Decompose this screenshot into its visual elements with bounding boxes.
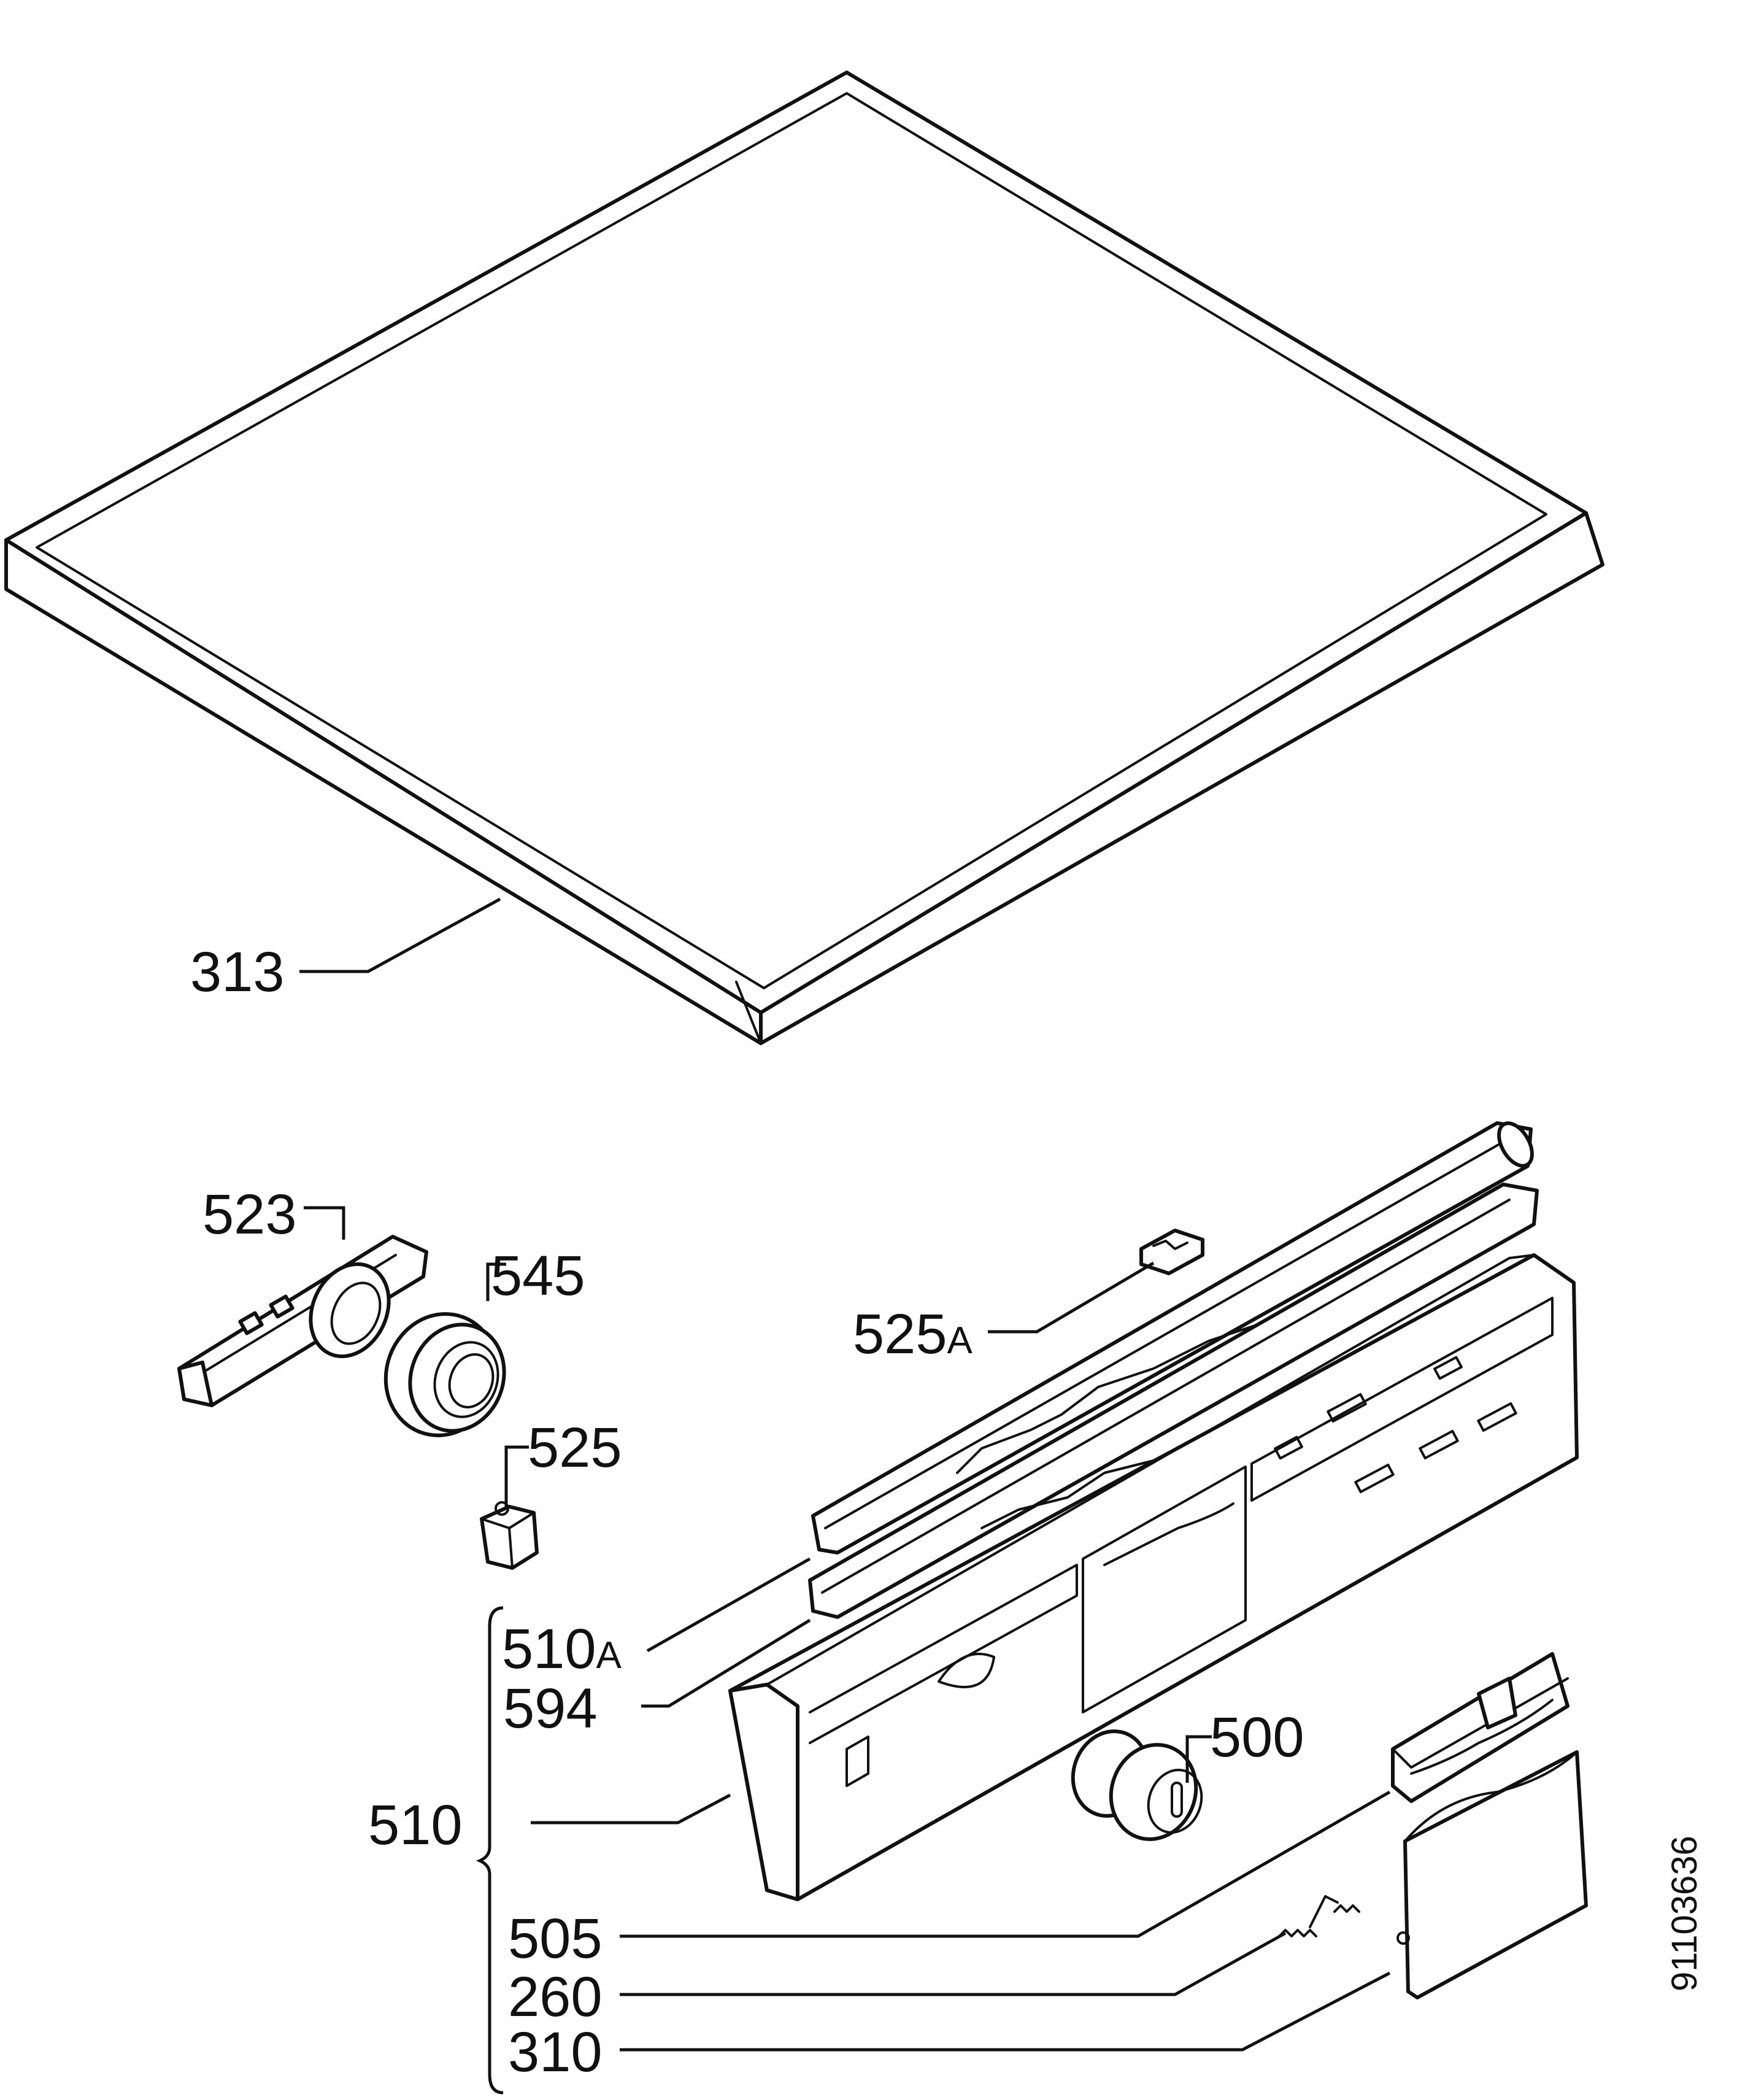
label-313: 313 bbox=[190, 941, 285, 1003]
part-260-spring bbox=[1278, 1895, 1360, 1937]
part-525a-switch bbox=[1139, 1229, 1204, 1275]
label-510: 510 bbox=[368, 1794, 463, 1856]
part-525-clip bbox=[480, 1501, 539, 1570]
label-525: 525 bbox=[528, 1416, 622, 1479]
group-bracket-510 bbox=[476, 1606, 504, 2095]
part-545-knob-ring bbox=[383, 1312, 506, 1437]
part-500-knob bbox=[1071, 1729, 1203, 1841]
label-260: 260 bbox=[508, 1966, 603, 2028]
label-594: 594 bbox=[503, 1677, 598, 1740]
label-500: 500 bbox=[1210, 1706, 1304, 1769]
part-313-top-cover bbox=[4, 71, 1604, 1045]
label-523: 523 bbox=[202, 1183, 297, 1246]
reference-number: 91103636 bbox=[1665, 1836, 1704, 1991]
part-510-control-panel bbox=[728, 1253, 1579, 1901]
part-505-button-rocker bbox=[1391, 1652, 1569, 1803]
part-510a-upper-strip bbox=[811, 1121, 1534, 1554]
label-510a: 510A bbox=[502, 1618, 622, 1680]
label-310: 310 bbox=[508, 2021, 603, 2083]
part-523-lock-assembly bbox=[177, 1235, 428, 1407]
leader-lines bbox=[299, 897, 1391, 2052]
label-545: 545 bbox=[491, 1245, 585, 1307]
part-labels: 313 523 545 525 525A 510A 594 500 510 50… bbox=[190, 941, 1704, 2083]
part-310-flap bbox=[1396, 1750, 1588, 1999]
label-505: 505 bbox=[508, 1907, 603, 1970]
label-525a: 525A bbox=[853, 1303, 973, 1365]
